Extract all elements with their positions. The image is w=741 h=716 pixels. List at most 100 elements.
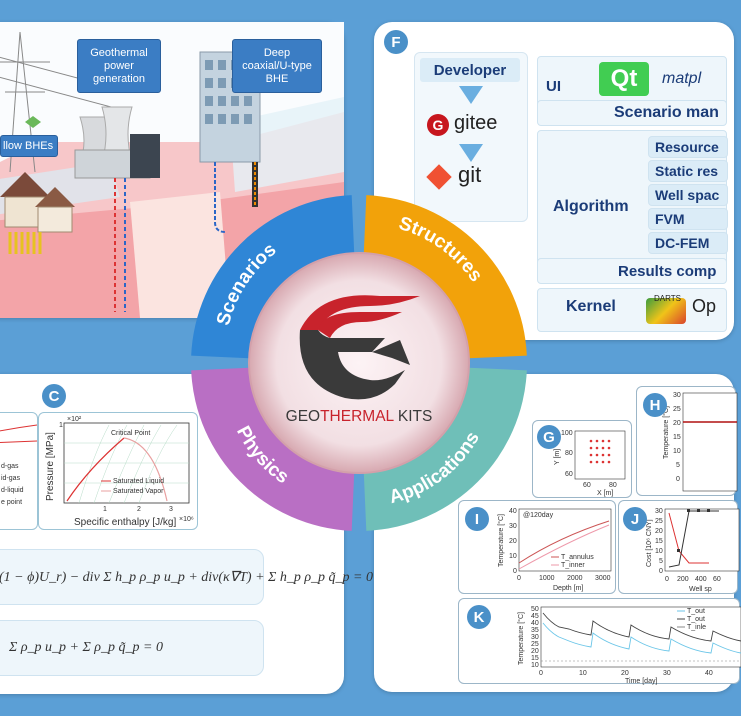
h-ytick-3: 15 xyxy=(673,434,681,441)
darts-logo-icon xyxy=(646,298,686,324)
j-ytick-5: 5 xyxy=(659,558,663,565)
j-xtick-3: 60 xyxy=(713,576,721,583)
mass-equation: Σ ρ_p u_p + Σ ρ_p q̃_p = 0 xyxy=(0,620,264,676)
arrow-down-icon xyxy=(459,86,483,104)
badge-k: K xyxy=(467,605,491,629)
k-legend-1: T_out xyxy=(687,616,705,623)
phase-chart-left: d-gas id-gas d-liquid e point xyxy=(0,412,38,530)
h-ytick-6: 0 xyxy=(676,476,680,483)
scenarios-panel: Geothermal power generation Deep coaxial… xyxy=(0,22,344,318)
k-series-outlet-light xyxy=(542,622,741,654)
x-tick-2: 2 xyxy=(137,506,141,513)
i-ytick-0: 40 xyxy=(509,508,517,515)
j-ytick-0: 30 xyxy=(655,508,663,515)
chart-c-svg: Critical Point Saturated Liquid Saturate… xyxy=(45,416,194,528)
i-ytick-4: 0 xyxy=(513,568,517,575)
developer-title: Developer xyxy=(420,58,520,82)
gitee-label: gitee xyxy=(454,112,498,134)
qt-logo-icon: Qt xyxy=(599,62,649,96)
k-xtick-4: 40 xyxy=(705,670,713,677)
k-ytick-4: 30 xyxy=(531,634,539,641)
badge-f: F xyxy=(384,30,408,54)
badge-i: I xyxy=(465,507,489,531)
git-label: git xyxy=(458,162,482,187)
j-series-red xyxy=(668,512,709,564)
algorithm-item-well-spacing: Well spac xyxy=(648,184,728,206)
k-legend-2: T_inle xyxy=(687,624,706,631)
j-ytick-6: 0 xyxy=(659,568,663,575)
j-xtick-2: 400 xyxy=(695,576,707,583)
algorithm-item-static: Static res xyxy=(648,160,728,182)
k-legend-0: T_out xyxy=(687,608,705,615)
chart-c: Critical Point Saturated Liquid Saturate… xyxy=(38,412,198,530)
h-ylabel: Temperature [°C] xyxy=(662,406,670,459)
k-ytick-0: 50 xyxy=(531,606,539,613)
i-series-inner xyxy=(518,524,610,570)
i-legend-0: T_annulus xyxy=(561,554,594,561)
k-ylabel: Temperature [°C] xyxy=(517,612,525,665)
g-xlabel: X [m] xyxy=(597,490,613,497)
algorithm-label: Algorithm xyxy=(553,198,629,215)
chart-i: I @120day T_annulus T_inner 40 30 20 10 … xyxy=(458,500,616,594)
k-series-outlet-dark xyxy=(542,612,741,642)
g-xtick-1: 80 xyxy=(609,482,617,489)
i-xlabel: Depth [m] xyxy=(553,585,583,592)
chart-c-xlabel: Specific enthalpy [J/kg] xyxy=(74,517,176,528)
j-xtick-0: 0 xyxy=(665,576,669,583)
kernel-label: Kernel xyxy=(566,298,616,315)
left-legend-1: id-gas xyxy=(1,475,21,482)
i-ylabel: Temperature [°C] xyxy=(497,514,505,567)
energy-equation: (1 − ϕ)U_r) − div Σ h_p ρ_p u_p + div(κ∇… xyxy=(0,549,373,605)
h-ytick-2: 20 xyxy=(673,420,681,427)
h-ytick-1: 25 xyxy=(673,406,681,413)
g-ylabel: Y [m] xyxy=(554,449,561,465)
label-shallow-bhes: llow BHEs xyxy=(0,135,58,157)
well-grid xyxy=(589,439,611,464)
badge-g: G xyxy=(537,425,561,449)
op-label: Op xyxy=(692,296,717,316)
k-ytick-8: 10 xyxy=(531,662,539,669)
label-geothermal-power: Geothermal power generation xyxy=(77,39,161,93)
j-xlabel: Well sp xyxy=(689,586,712,593)
g-ytick-2: 60 xyxy=(565,471,573,478)
j-series-dark xyxy=(668,510,719,568)
structures-panel: F Developer G gitee git UI Qt matpl Scen… xyxy=(374,22,734,340)
k-xtick-3: 30 xyxy=(663,670,671,677)
chart-c-ylabel: Pressure [MPa] xyxy=(45,432,56,501)
darts-label: DARTS xyxy=(654,294,681,303)
i-ytick-2: 20 xyxy=(509,538,517,545)
j-ytick-2: 20 xyxy=(655,528,663,535)
chart-h: H 30 25 20 15 10 5 0 Temperature [°C] xyxy=(636,386,738,496)
physics-panel: C d-gas id-gas d-liquid e point Critical… xyxy=(0,374,373,694)
badge-c: C xyxy=(42,384,66,408)
i-xtick-1: 1000 xyxy=(539,575,555,582)
g-ytick-0: 100 xyxy=(561,430,573,437)
j-ytick-4: 10 xyxy=(655,548,663,555)
i-xtick-3: 3000 xyxy=(595,575,611,582)
left-legend-0: d-gas xyxy=(1,463,19,470)
algorithm-item-resource: Resource xyxy=(648,136,728,158)
i-ytick-3: 10 xyxy=(509,553,517,560)
h-ytick-5: 5 xyxy=(676,462,680,469)
chart-k: K T_out T_out T_inle 50 45 40 35 30 25 2… xyxy=(458,598,741,685)
x-tick-3: 3 xyxy=(169,506,173,513)
k-xlabel: Time [day] xyxy=(625,678,657,685)
badge-j: J xyxy=(623,507,647,531)
j-ylabel: Cost [10⁶ CNY] xyxy=(646,519,653,567)
k-xtick-1: 10 xyxy=(579,670,587,677)
gitee-icon: G xyxy=(427,114,449,136)
k-ytick-7: 15 xyxy=(531,655,539,662)
i-xtick-0: 0 xyxy=(517,575,521,582)
critical-point-label: Critical Point xyxy=(111,430,150,437)
k-ytick-1: 45 xyxy=(531,613,539,620)
i-legend-1: T_inner xyxy=(561,562,585,569)
k-ytick-3: 35 xyxy=(531,627,539,634)
k-ytick-5: 25 xyxy=(531,641,539,648)
k-ytick-6: 20 xyxy=(531,648,539,655)
saturated-liquid-curve xyxy=(66,437,125,502)
k-xtick-0: 0 xyxy=(539,670,543,677)
g-xtick-0: 60 xyxy=(583,482,591,489)
algorithm-item-dcfem: DC-FEM xyxy=(648,232,728,254)
y-scale-label: ×10² xyxy=(67,416,82,423)
x-tick-1: 1 xyxy=(103,506,107,513)
